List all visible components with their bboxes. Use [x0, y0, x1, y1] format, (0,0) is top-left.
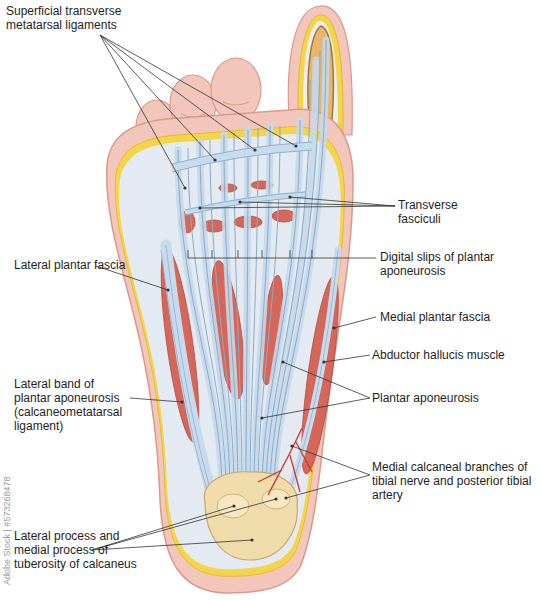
nerve-branch	[290, 455, 300, 492]
calcaneus	[204, 472, 297, 560]
leader-dot	[213, 158, 216, 161]
fasciculus-fiber	[185, 197, 305, 215]
leader-line	[92, 506, 234, 550]
ligament-fiber	[172, 150, 312, 172]
leader-line	[290, 197, 395, 206]
part-label: Medial plantar fascia	[380, 310, 538, 324]
part-label: Lateral band of plantar aponeurosis (cal…	[14, 377, 132, 433]
part-label: Lateral plantar fascia	[14, 258, 154, 272]
aponeurosis-band	[224, 135, 238, 495]
part-label: Lateral process and medial process of tu…	[14, 529, 154, 571]
leader-line	[92, 499, 276, 550]
aponeurosis-fibers	[178, 40, 326, 495]
part-label: Abductor hallucis muscle	[372, 348, 538, 362]
leader-dot	[322, 360, 325, 363]
leader-dot	[180, 400, 183, 403]
leader-lines	[92, 35, 395, 550]
leader-dot	[284, 496, 287, 499]
fiber	[224, 135, 238, 495]
leader-line	[130, 398, 182, 402]
fiber	[200, 142, 230, 495]
leader-dot	[294, 144, 297, 147]
watermark: Adobe Stock | #573268478	[2, 477, 12, 585]
medial-process	[262, 489, 290, 509]
leader-line	[188, 258, 376, 259]
leader-line	[286, 475, 370, 498]
leader-line	[100, 35, 296, 146]
leader-dot	[281, 360, 284, 363]
fiber	[178, 150, 222, 495]
part-label: Transverse fasciculi	[398, 198, 488, 226]
part-label: Superficial transverse metatarsal ligame…	[6, 4, 156, 32]
leader-line	[283, 362, 370, 398]
aponeurosis-band	[246, 130, 248, 495]
artery-branch	[296, 442, 312, 472]
nerve-branch	[258, 470, 282, 482]
fiber	[246, 130, 248, 495]
leader-dot	[288, 195, 291, 198]
fiber	[234, 133, 242, 495]
leader-line	[100, 35, 215, 160]
part-label: Plantar aponeurosis	[372, 391, 538, 405]
leader-dot	[260, 416, 263, 419]
leader-dot	[274, 497, 277, 500]
fiber	[274, 40, 326, 495]
leader-dot	[238, 200, 241, 203]
leader-dot	[253, 148, 256, 151]
aponeurosis-fill	[178, 40, 326, 495]
ligament-fiber	[172, 142, 312, 164]
leader-line	[100, 35, 185, 188]
leader-line	[324, 355, 370, 362]
leader-line	[334, 317, 376, 328]
leader-line	[262, 398, 370, 418]
leader-ticks	[188, 250, 312, 258]
leader-dots	[166, 144, 335, 541]
leader-dot	[332, 326, 335, 329]
part-label: Digital slips of plantar aponeurosis	[380, 250, 538, 278]
leader-dot	[232, 504, 235, 507]
leader-dot	[183, 186, 186, 189]
part-label: Medial calcaneal branches of tibial nerv…	[372, 460, 542, 502]
lateral-band-fiber	[161, 250, 207, 490]
leader-dot	[198, 206, 201, 209]
leader-line	[292, 446, 370, 475]
fiber	[254, 126, 270, 495]
sole-skin	[107, 109, 353, 593]
toe-crease	[223, 102, 249, 105]
leader-dot	[250, 538, 253, 541]
medial-calcaneal-branches	[258, 428, 312, 495]
leader-dot	[290, 444, 293, 447]
fiber	[250, 128, 258, 495]
transverse-ligaments	[172, 142, 312, 215]
leader-line	[200, 206, 395, 208]
fiber	[270, 50, 320, 495]
leader-line	[100, 35, 255, 150]
nerve-branch	[268, 428, 302, 495]
fiber	[262, 120, 300, 495]
leader-dot	[166, 288, 169, 291]
